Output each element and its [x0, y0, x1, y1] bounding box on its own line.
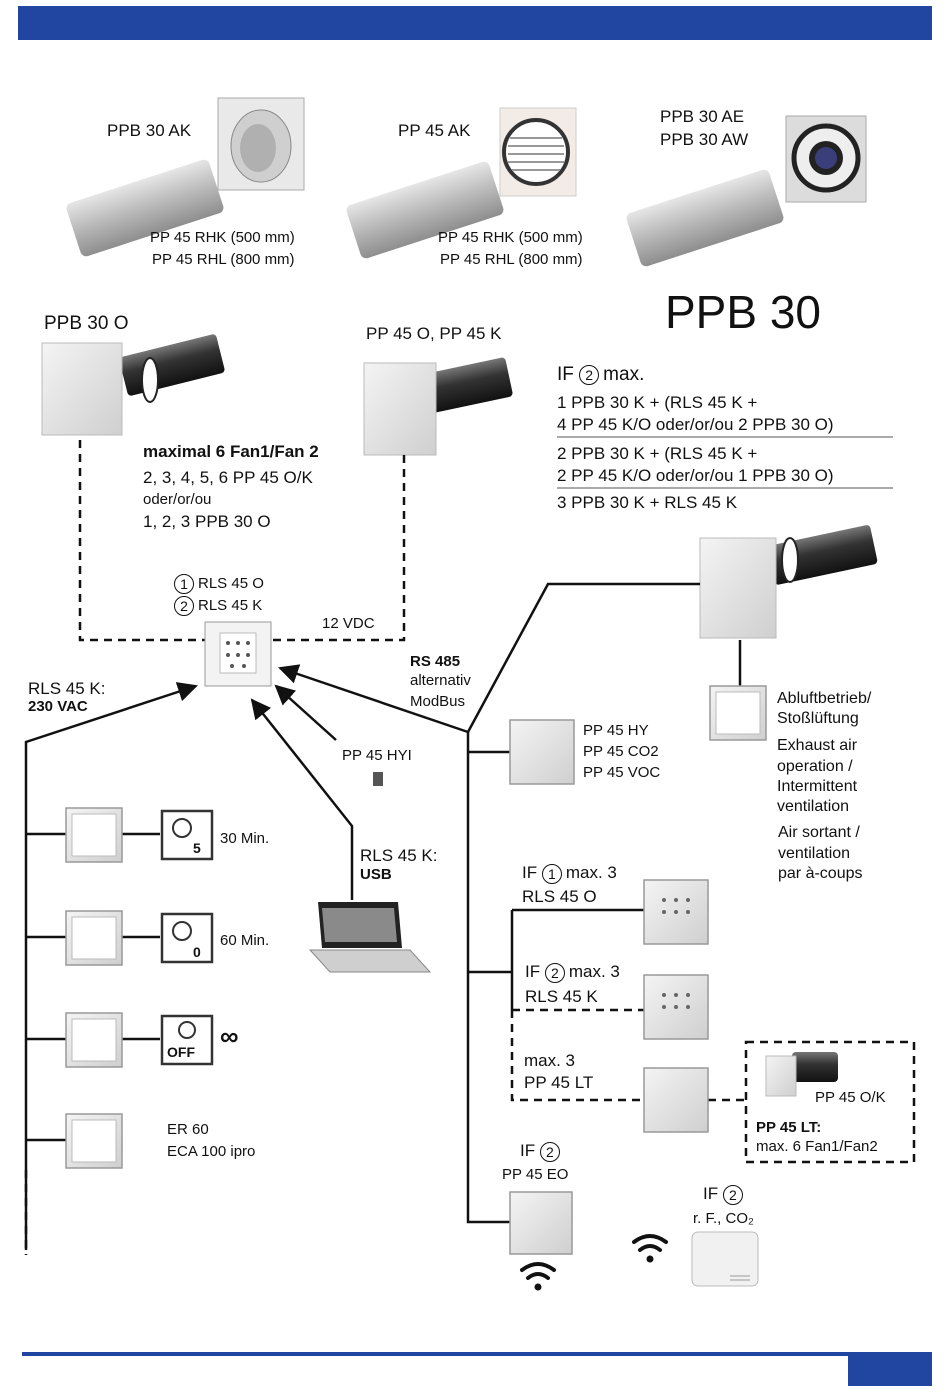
unit-ppb30o — [41, 334, 225, 436]
hyi-label: PP 45 HYI — [342, 747, 412, 764]
lt-panel — [643, 1067, 709, 1133]
circle-2-icon: 2 — [579, 364, 600, 385]
if2-opt1-a: 1 PPB 30 K + (RLS 45 K + — [557, 393, 758, 412]
lt-line-2: PP 45 LT — [524, 1073, 594, 1092]
exhaust-en-1: Exhaust air — [777, 737, 858, 754]
grille-ppb30ak — [217, 97, 305, 191]
maximal-heading: maximal 6 Fan1/Fan 2 — [143, 442, 319, 461]
label-pp45ok: PP 45 O, PP 45 K — [366, 324, 502, 343]
if2-opt3: 3 PPB 30 K + RLS 45 K — [557, 493, 738, 512]
if2-opt1-b: 4 PP 45 K/O oder/or/ou 2 PPB 30 O) — [557, 415, 834, 434]
rs485-alt: alternativ — [410, 672, 471, 689]
label-ppb30o: PPB 30 O — [44, 313, 129, 334]
pipe-label-2b: PP 45 RHL (800 mm) — [440, 251, 583, 268]
footer-line — [22, 1352, 848, 1356]
exhaust-fr-3: par à-coups — [778, 865, 863, 882]
label-ppb30ak: PPB 30 AK — [107, 121, 192, 140]
circle-2-icon: 2 — [174, 596, 194, 617]
if2-rls-name: RLS 45 K — [525, 987, 598, 1006]
er60-label: ER 60 — [167, 1121, 209, 1138]
lt-box-unit: PP 45 O/K — [815, 1089, 886, 1106]
circle-1-icon: 1 — [541, 863, 562, 884]
sensor-co2: PP 45 CO2 — [583, 743, 659, 760]
maximal-line-1: 2, 3, 4, 5, 6 PP 45 O/K — [143, 468, 313, 487]
grille-pp45ak — [499, 107, 577, 197]
switch-label-60: 60 Min. — [220, 932, 270, 949]
if1-rls-name: RLS 45 O — [522, 887, 597, 906]
exhaust-en-3: Intermittent — [777, 778, 858, 795]
circle-2-icon: 2 — [722, 1184, 743, 1205]
pipe-label-2a: PP 45 RHK (500 mm) — [438, 229, 583, 246]
unit-pp45ok — [363, 357, 513, 456]
laptop — [308, 902, 432, 973]
lt-box-line-1: PP 45 LT: — [756, 1119, 822, 1136]
hyi-sensor — [373, 772, 383, 786]
exhaust-fr-1: Air sortant / — [778, 824, 860, 841]
rs485-label: RS 485 — [410, 653, 461, 670]
fan-badge-off: OFF — [167, 1044, 195, 1060]
pipe-3 — [626, 169, 784, 267]
controller-rls — [204, 621, 272, 687]
footer-page-box — [848, 1352, 932, 1386]
usb-line-2: USB — [360, 866, 392, 883]
switch-label-30: 30 Min. — [220, 830, 270, 847]
eo-heading: IF 2 — [520, 1140, 564, 1162]
label-ppb30ae: PPB 30 AE — [660, 107, 745, 126]
maximal-line-2: oder/or/ou — [143, 491, 212, 508]
header-bar — [18, 6, 932, 40]
sensor-hy: PP 45 HY — [583, 722, 649, 739]
label-ppb30aw: PPB 30 AW — [660, 130, 749, 149]
exhaust-en-2: operation / — [777, 758, 853, 775]
maximal-line-3: 1, 2, 3 PPB 30 O — [143, 512, 271, 531]
wireless-heading: IF 2 — [703, 1183, 747, 1205]
unit-ppb30k — [699, 525, 878, 639]
sensor-box — [509, 719, 575, 785]
usb-line-1: RLS 45 K: — [360, 846, 438, 865]
eca-label: ECA 100 ipro — [167, 1143, 256, 1160]
page-title: PPB 30 — [665, 286, 821, 338]
eo-name: PP 45 EO — [502, 1166, 569, 1183]
eo-panel — [509, 1191, 573, 1255]
rls-power-1: RLS 45 K: — [28, 679, 106, 698]
lt-box-line-2: max. 6 Fan1/Fan2 — [756, 1138, 878, 1155]
exhaust-de-2: Stoßlüftung — [777, 710, 859, 727]
if2-opt2-b: 2 PP 45 K/O oder/or/ou 1 PPB 30 O) — [557, 466, 834, 485]
label-pp45ak: PP 45 AK — [398, 121, 471, 140]
wifi-icon-1 — [520, 1262, 556, 1280]
wireless-sensor — [691, 1231, 759, 1287]
wifi-icon-2 — [632, 1234, 668, 1252]
switch-label-inf: ∞ — [220, 1021, 239, 1051]
exhaust-en-4: ventilation — [777, 798, 850, 815]
circle-2-icon: 2 — [539, 1141, 560, 1162]
lt-line-1: max. 3 — [524, 1051, 576, 1070]
pipe-1 — [66, 159, 224, 257]
rls-power-2: 230 VAC — [28, 698, 88, 715]
vdc-label: 12 VDC — [322, 615, 375, 632]
lt-fan-unit — [765, 1052, 838, 1097]
rs485-modbus: ModBus — [410, 693, 466, 710]
fan-badge-0: 0 — [193, 944, 201, 960]
sensor-voc: PP 45 VOC — [583, 764, 661, 781]
circle-2-icon: 2 — [544, 962, 565, 983]
exhaust-fr-2: ventilation — [778, 845, 851, 862]
pipe-2 — [346, 161, 504, 259]
circle-1-icon: 1 — [174, 574, 194, 595]
if2-opt2-a: 2 PPB 30 K + (RLS 45 K + — [557, 444, 758, 463]
grille-ppb30ae — [785, 115, 867, 203]
pipe-label-1b: PP 45 RHL (800 mm) — [152, 251, 295, 268]
wireless-name: r. F., CO₂ — [693, 1210, 754, 1227]
exhaust-de-1: Abluftbetrieb/ — [777, 690, 872, 707]
pipe-label-1a: PP 45 RHK (500 mm) — [150, 229, 295, 246]
fan-badge-5: 5 — [193, 840, 201, 856]
